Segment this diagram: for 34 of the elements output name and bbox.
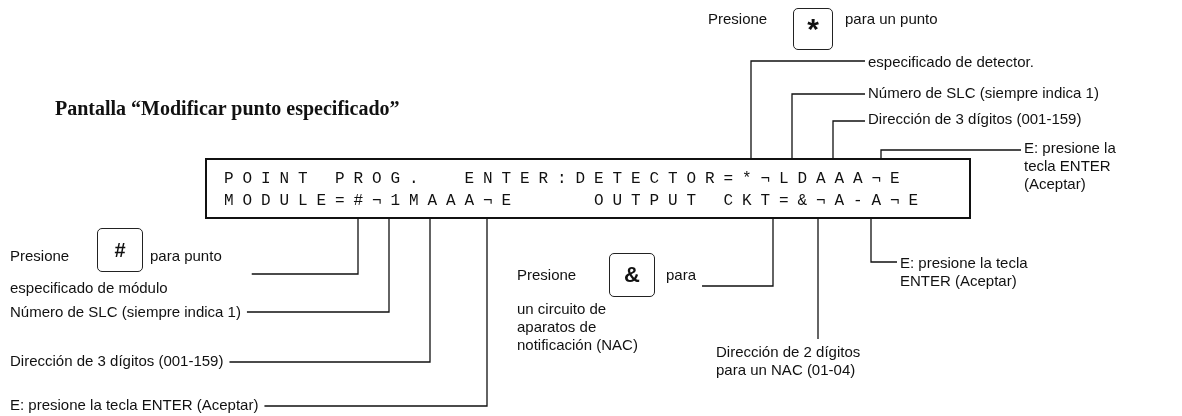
leader-line [228,218,431,363]
keypad-key: * [793,8,833,50]
display-text-line: POINT PROG. ENTER:DETECTOR=*¬LDAAA¬E [224,169,909,189]
callout-text: un circuito de aparatos de notificación (NAC) [517,300,639,354]
leader-line [701,218,774,287]
callout-text: E: presione la tecla ENTER (Aceptar) [1024,139,1149,193]
leader-line [791,93,866,159]
callout-text: Presione [10,247,70,265]
callout-text: Número de SLC (siempre indica 1) [10,303,241,321]
callout-text: especificado de detector. [868,53,1034,71]
callout-text: Dirección de 3 dígitos (001-159) [868,110,1082,128]
callout-text: para un punto [845,10,938,28]
leader-line [750,60,866,159]
callout-text: Presione [517,266,577,284]
keypad-key: # [97,228,143,272]
callout-text: Dirección de 3 dígitos (001-159) [10,352,224,370]
leader-line [832,120,866,159]
callout-text: E: presione la tecla ENTER (Aceptar) [10,396,259,414]
callout-text: Presione [708,10,768,28]
display-text-line: MODULE=#¬1MAAA¬E OUTPUT CKT=&¬A-A¬E [224,191,928,211]
callout-text: para [666,266,697,284]
lcd-display [205,158,971,219]
callout-text: Dirección de 2 dígitos para un NAC (01-04) [716,343,891,379]
leader-line [870,218,898,263]
callout-text: E: presione la tecla ENTER (Aceptar) [900,254,1075,290]
leader-line [251,218,359,275]
leader-line [880,149,1022,159]
callout-text: para punto [150,247,222,265]
leader-line [817,218,819,340]
callout-text: Número de SLC (siempre indica 1) [868,84,1099,102]
keypad-key: & [609,253,655,297]
callout-text: especificado de módulo [10,279,168,297]
leader-line [263,218,488,407]
leader-line [246,218,390,313]
